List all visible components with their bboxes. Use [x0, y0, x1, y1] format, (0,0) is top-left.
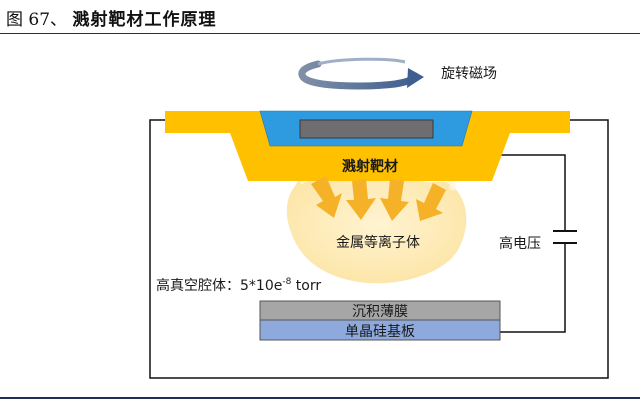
- sputter-arrow-4: [416, 183, 446, 221]
- sputter-arrow-1: [311, 176, 342, 218]
- high-voltage-label: 高电压: [499, 235, 541, 252]
- figure-header: 图 67、 溅射靶材工作原理: [0, 0, 640, 34]
- sputter-arrow-2: [346, 179, 376, 220]
- film-label: 沉积薄膜: [352, 304, 408, 320]
- chamber-wire-left: [149, 119, 609, 379]
- substrate-label: 单晶硅基板: [345, 323, 415, 340]
- hv-wire-bottom: [500, 243, 566, 333]
- rotating-field-label: 旋转磁场: [441, 66, 497, 82]
- chamber-label-exp: -8: [282, 277, 291, 287]
- sputter-arrows: [311, 176, 446, 221]
- figure-number: 图 67、: [6, 10, 68, 30]
- chamber-label-prefix: 高真空腔体：5*10e: [156, 277, 282, 294]
- header-rule: [0, 33, 640, 34]
- capacitor-icon: [553, 230, 577, 244]
- target-label: 溅射靶材: [342, 158, 398, 175]
- chamber-label: 高真空腔体：5*10e-8 torr: [156, 277, 321, 294]
- chamber-label-suffix: torr: [291, 278, 321, 294]
- hv-wire-top: [498, 154, 566, 231]
- sputter-arrow-3: [380, 179, 409, 221]
- magnet-core: [299, 119, 434, 139]
- silicon-substrate: [259, 319, 501, 341]
- figure-main-title: 溅射靶材工作原理: [72, 10, 217, 30]
- figure-title: 图 67、 溅射靶材工作原理: [6, 5, 216, 30]
- footer-rule: [0, 397, 640, 399]
- rotation-arrow-icon: [298, 57, 424, 90]
- plasma-label: 金属等离子体: [336, 234, 420, 251]
